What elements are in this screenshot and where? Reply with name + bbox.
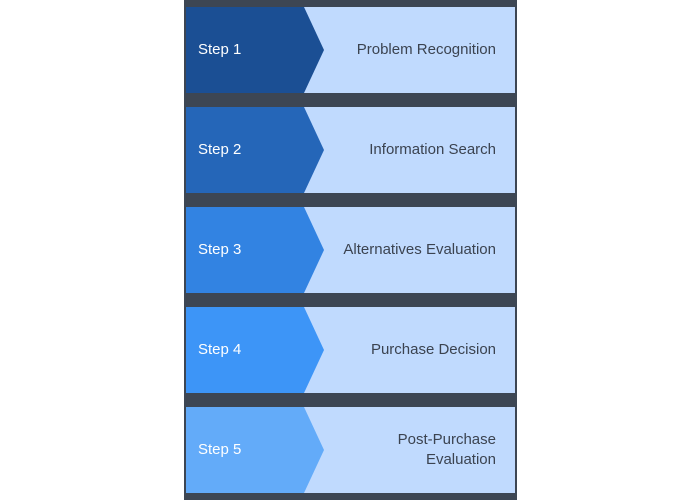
step-3-label: Step 3: [198, 241, 242, 258]
step-1-label: Step 1: [198, 41, 242, 58]
step-4-chevron: [186, 307, 324, 393]
step-row-5: Step 5 Post-Purchase Evaluation: [186, 407, 515, 493]
step-5-title: Post-Purchase Evaluation: [397, 431, 496, 468]
step-2-label: Step 2: [198, 141, 242, 158]
step-4-label: Step 4: [198, 341, 242, 358]
step-2-title: Information Search: [369, 141, 496, 158]
step-3-title: Alternatives Evaluation: [343, 241, 496, 258]
step-3-chevron: [186, 207, 324, 293]
step-row-4: Step 4 Purchase Decision: [186, 307, 515, 393]
step-1-chevron: [186, 7, 324, 93]
step-5-label: Step 5: [198, 441, 242, 458]
step-1-title: Problem Recognition: [356, 41, 496, 58]
step-row-2: Step 2 Information Search: [186, 107, 515, 193]
process-diagram: Step 1 Problem Recognition Step 2 Inform…: [184, 0, 517, 500]
step-4-title: Purchase Decision: [370, 341, 496, 358]
step-2-chevron: [186, 107, 324, 193]
step-row-1: Step 1 Problem Recognition: [186, 7, 515, 93]
step-row-3: Step 3 Alternatives Evaluation: [186, 207, 515, 293]
step-5-chevron: [186, 407, 324, 493]
